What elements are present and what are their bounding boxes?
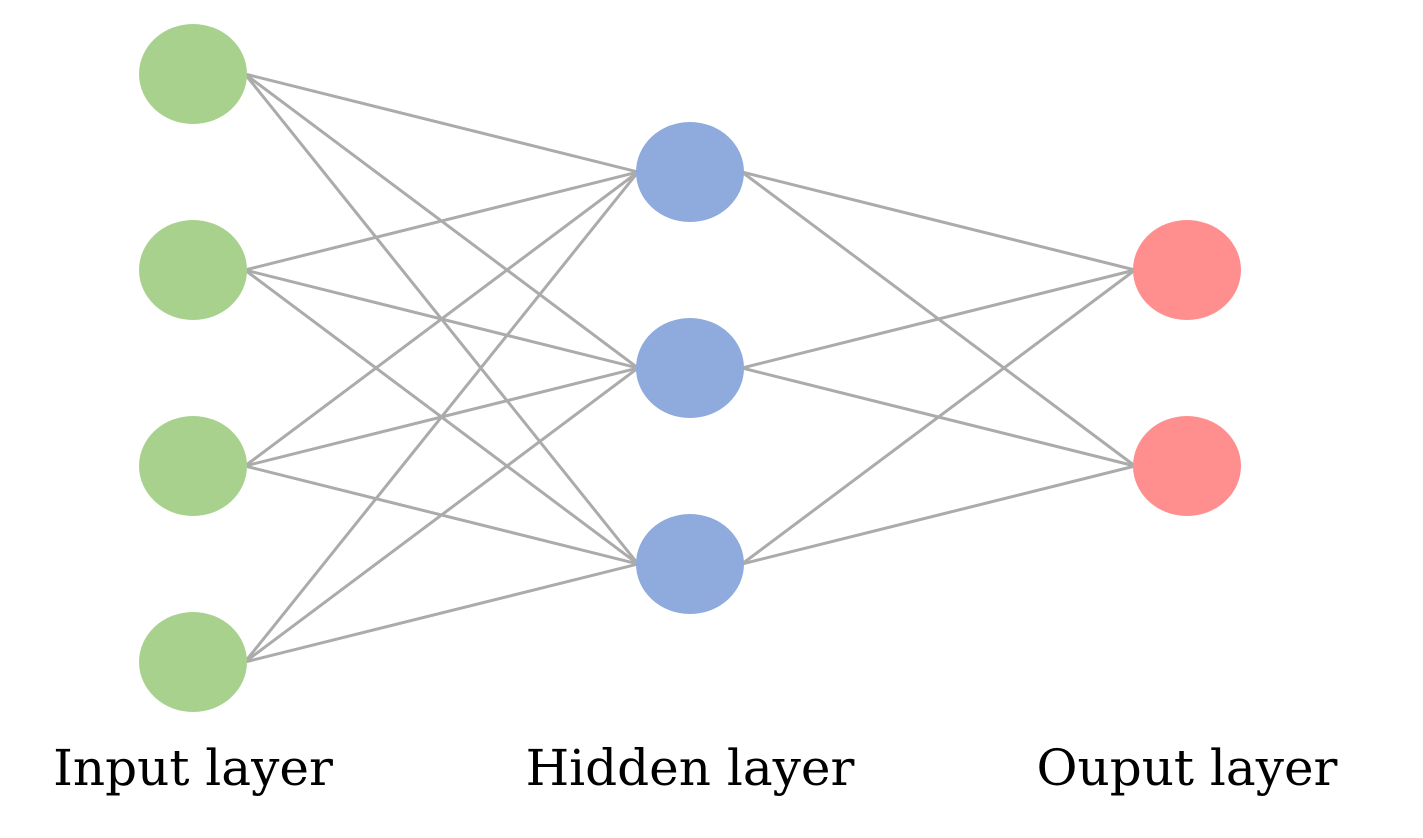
edge-hidden1-output1: [741, 170, 1136, 272]
input-node-4: [139, 612, 247, 712]
output-layer-label: Ouput layer: [1037, 739, 1338, 797]
nodes-group: [139, 24, 1241, 712]
input-node-3: [139, 416, 247, 516]
edge-input4-hidden2: [244, 366, 639, 664]
input-node-1: [139, 24, 247, 124]
output-node-2: [1133, 416, 1241, 516]
edge-input2-hidden1: [244, 170, 639, 272]
edge-input1-hidden1: [244, 72, 639, 174]
hidden-node-2: [636, 318, 744, 418]
input-node-2: [139, 220, 247, 320]
edge-input4-hidden3: [244, 562, 639, 664]
labels-group: Input layer Hidden layer Ouput layer: [53, 739, 1337, 797]
input-layer-label: Input layer: [53, 739, 333, 797]
hidden-node-1: [636, 122, 744, 222]
edge-input3-hidden1: [244, 170, 639, 468]
edge-hidden3-output1: [741, 268, 1136, 566]
edge-hidden2-output1: [741, 268, 1136, 370]
connections-group: [243, 72, 1136, 664]
output-node-1: [1133, 220, 1241, 320]
hidden-layer-label: Hidden layer: [526, 739, 855, 797]
hidden-node-3: [636, 514, 744, 614]
edge-hidden3-output2: [741, 464, 1136, 566]
edge-input4-hidden1: [243, 171, 640, 663]
